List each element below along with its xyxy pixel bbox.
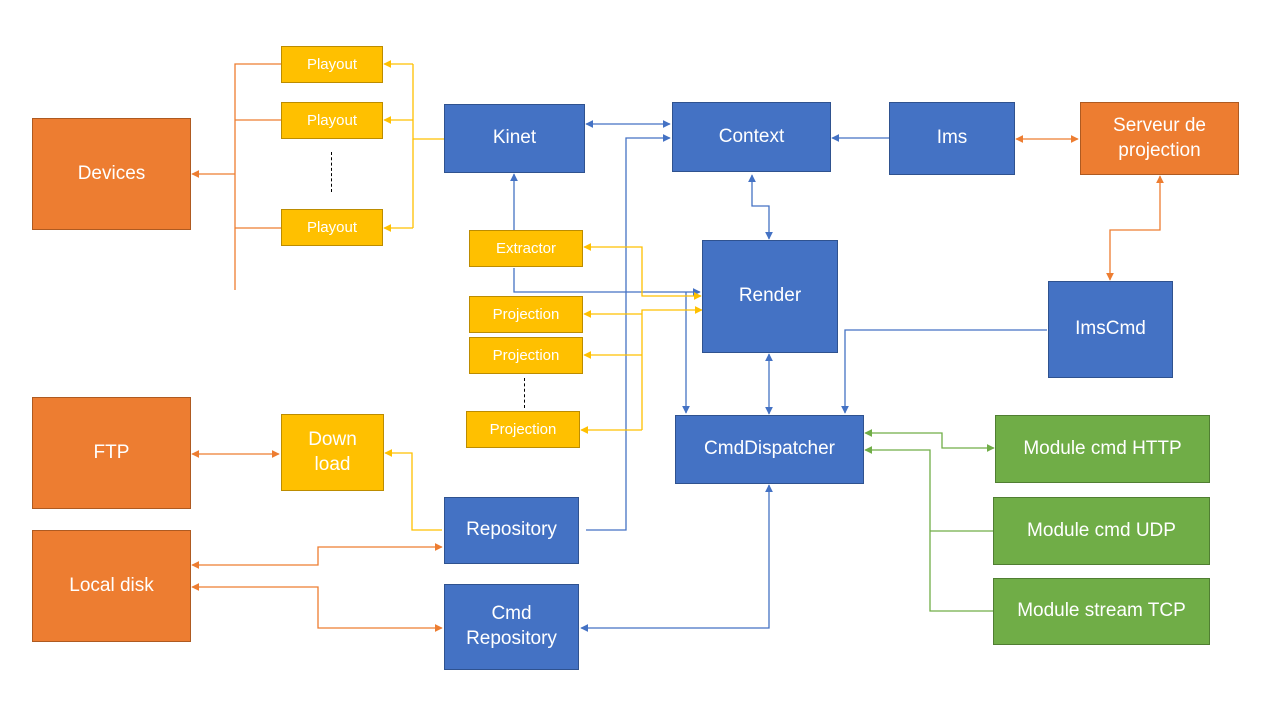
projection-node-2[interactable]: Projection bbox=[469, 337, 583, 374]
ims-node[interactable]: Ims bbox=[889, 102, 1015, 175]
edge-playouts-devices bbox=[234, 63, 281, 290]
cmddispatcher-node[interactable]: CmdDispatcher bbox=[675, 415, 864, 484]
edge-localdisk-cmdrepository bbox=[191, 583, 443, 632]
edge-localdisk-repository bbox=[191, 543, 443, 569]
edge-kinet-playouts bbox=[412, 64, 444, 140]
download-node[interactable]: Down load bbox=[281, 414, 384, 491]
local-disk-node[interactable]: Local disk bbox=[32, 530, 191, 642]
playout-ellipsis-separator bbox=[331, 152, 332, 192]
module-cmd-udp-node[interactable]: Module cmd UDP bbox=[993, 497, 1210, 565]
cmd-repository-node[interactable]: Cmd Repository bbox=[444, 584, 579, 670]
edge-render-extractor bbox=[583, 243, 702, 300]
serveur-projection-node[interactable]: Serveur de projection bbox=[1080, 102, 1239, 175]
kinet-node[interactable]: Kinet bbox=[444, 104, 585, 173]
ftp-node[interactable]: FTP bbox=[32, 397, 191, 509]
edge-extractor-render bbox=[513, 268, 701, 296]
edge-imscmd-cmddispatcher bbox=[841, 329, 1047, 414]
edge-render-projections bbox=[641, 309, 701, 430]
playout-node-2[interactable]: Playout bbox=[281, 102, 383, 139]
render-node[interactable]: Render bbox=[702, 240, 838, 353]
repository-node[interactable]: Repository bbox=[444, 497, 579, 564]
extractor-node[interactable]: Extractor bbox=[469, 230, 583, 267]
module-stream-tcp-node[interactable]: Module stream TCP bbox=[993, 578, 1210, 645]
edge-context-render bbox=[748, 174, 773, 240]
edge-serveur-imscmd bbox=[1106, 175, 1164, 281]
playout-node-1[interactable]: Playout bbox=[281, 46, 383, 83]
devices-node[interactable]: Devices bbox=[32, 118, 191, 230]
edge-cmdrepository-cmddispatcher bbox=[580, 484, 773, 632]
module-cmd-http-node[interactable]: Module cmd HTTP bbox=[995, 415, 1210, 483]
projection-node-3[interactable]: Projection bbox=[466, 411, 580, 448]
projection-node-1[interactable]: Projection bbox=[469, 296, 583, 333]
edge-cmddispatcher-http bbox=[864, 429, 995, 452]
context-node[interactable]: Context bbox=[672, 102, 831, 172]
imscmd-node[interactable]: ImsCmd bbox=[1048, 281, 1173, 378]
playout-node-3[interactable]: Playout bbox=[281, 209, 383, 246]
edge-download-repository bbox=[384, 449, 442, 531]
edge-repository-context bbox=[586, 134, 671, 531]
projection-ellipsis-separator bbox=[524, 378, 525, 408]
